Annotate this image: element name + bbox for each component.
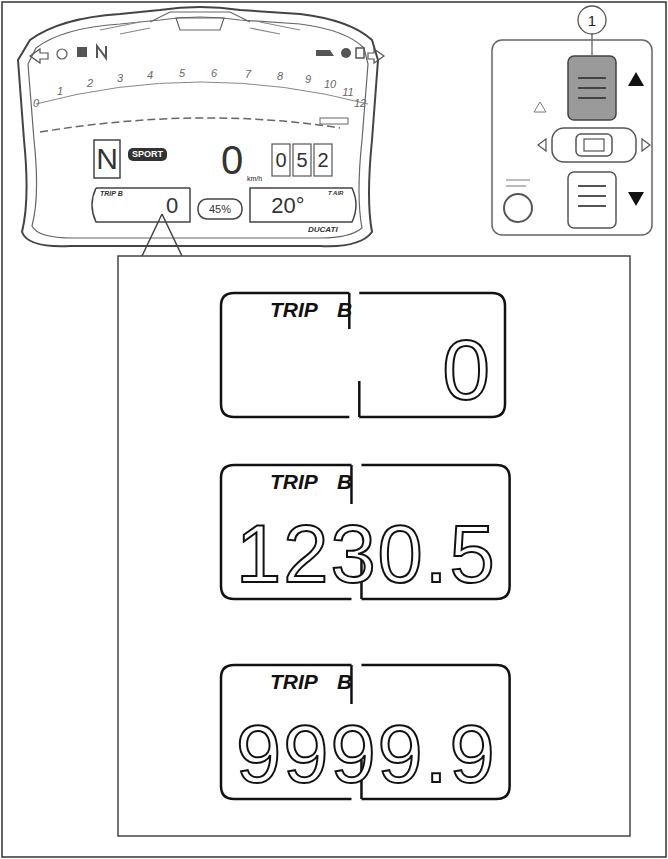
display-frame: TRIP B 0 [218,290,508,420]
clock-digit: 5 [296,150,307,170]
clock-digit: 0 [275,150,286,170]
tach-number: 1 [57,86,63,97]
speed-digit: 0 [221,140,243,180]
trip-digit: 0 [166,195,178,217]
trip-title: TRIP B [270,470,352,494]
clock-digit: 2 [317,150,328,170]
tach-number: 2 [87,78,93,89]
trip-title: TRIP B [270,298,352,322]
tach-number: 12 [354,98,366,109]
mode-badge: SPORT [128,148,167,161]
tach-number: 11 [342,87,353,98]
tach-number: 8 [277,71,283,82]
fuel-percent: 45% [209,204,231,215]
tach-number: 4 [147,70,153,81]
brand-logo: DUCATI [308,226,338,234]
tach-number: 7 [245,69,251,80]
lcd-digits: 1230.5 [236,513,497,594]
trip-label: TRIP B [100,190,123,197]
frame-stroke [221,465,510,599]
tach-number: 6 [211,68,217,79]
tach-number: 0 [33,98,39,109]
speed-unit: km/h [247,175,262,182]
trip-title: TRIP B [270,670,352,694]
tach-number: 5 [179,68,185,79]
tach-number: 9 [305,74,311,85]
display-frame: TRIP B 1230.5 [218,462,513,602]
frame-stroke [221,293,505,417]
callout-number: 1 [588,13,596,28]
temp-label: T AIR [328,190,343,196]
tach-number: 3 [117,73,123,84]
display-frame: TRIP B 9999.9 [218,662,513,802]
frame-stroke [221,665,510,799]
temperature: 20° [271,195,304,217]
lcd-digits: 9999.9 [236,713,497,794]
lcd-digits: 0 [442,326,492,412]
tach-number: 10 [324,79,336,90]
gear-indicator: N [96,144,118,174]
